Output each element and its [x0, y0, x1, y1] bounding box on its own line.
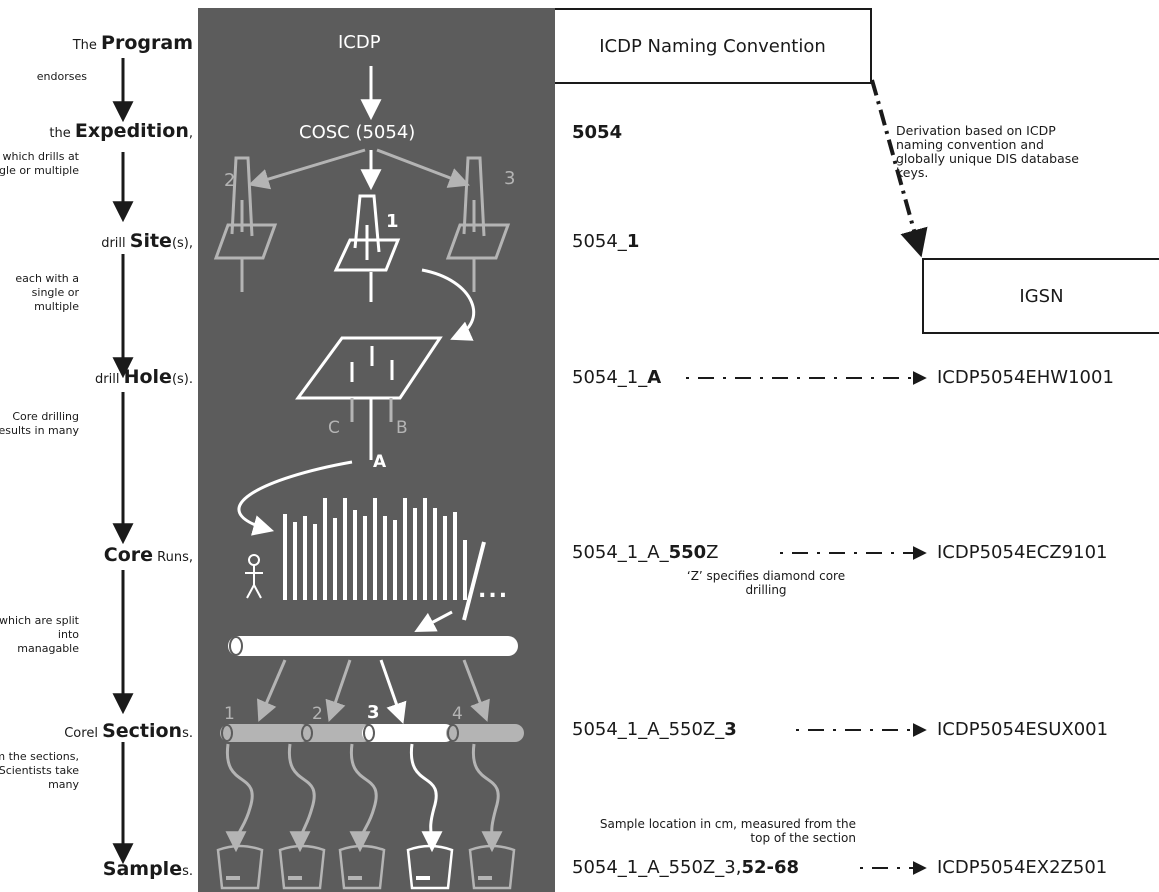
name-site: 5054_1 [572, 231, 640, 252]
igsn-hole: ICDP5054EHW1001 [937, 367, 1114, 388]
verb-endorses: endorses [36, 70, 87, 83]
derivation-note: Derivation based on ICDP naming conventi… [896, 123, 1079, 180]
label-core: Core Runs, [103, 544, 193, 566]
drill-hole-icon [295, 336, 443, 460]
core-tube [228, 636, 518, 656]
icdp-label: ICDP [338, 32, 381, 53]
name-section: 5054_1_A_550Z_3 [572, 719, 737, 740]
cosc-label: COSC (5054) [299, 122, 416, 143]
verb-drills: which drills at single or multiple [0, 150, 79, 177]
hole-c-label: C [328, 418, 340, 438]
name-expedition: 5054 [572, 122, 623, 143]
label-expedition: the Expedition, [49, 120, 193, 142]
derivation-arrow [870, 79, 928, 258]
diagram-panel [198, 8, 555, 892]
drill-site-3-icon [445, 156, 511, 292]
person-icon [245, 554, 263, 599]
label-hole: drill Hole(s). [95, 366, 193, 388]
section-num-4: 4 [452, 704, 463, 724]
igsn-core-run: ICDP5054ECZ9101 [937, 542, 1108, 563]
sampling-arrows [225, 743, 503, 853]
igsn-section: ICDP5054ESUX001 [937, 719, 1109, 740]
drill-site-2-icon [213, 156, 278, 292]
section-num-2: 2 [312, 704, 323, 724]
label-site: drill Site(s), [101, 230, 193, 252]
verb-core-drilling: Core drilling results in many [0, 410, 79, 437]
name-sample: 5054_1_A_550Z_3,52-68 [572, 857, 800, 878]
sample-note: Sample location in cm, measured from the… [599, 817, 856, 845]
label-sample: Samples. [102, 858, 193, 880]
label-program: The Program [72, 32, 193, 54]
verb-each-with: each with a single or multiple [15, 272, 79, 313]
name-core-run: 5054_1_A_550Z [572, 542, 719, 563]
hole-a-label: A [373, 452, 387, 472]
cosc-site3-arrow [376, 148, 470, 188]
section-num-3: 3 [367, 702, 380, 723]
sample-bags [216, 844, 516, 890]
drill-site-1-icon [333, 194, 401, 302]
naming-convention-header: ICDP Naming Convention [555, 8, 872, 84]
core-note: ‘Z’ specifies diamond core drilling [686, 569, 846, 597]
run-to-core-arrow [414, 610, 453, 632]
section-num-1: 1 [224, 704, 235, 724]
igsn-box: IGSN [922, 258, 1159, 334]
igsn-sample: ICDP5054EX2Z501 [937, 857, 1108, 878]
verb-take-samples: From the sections, the Scientists take m… [0, 750, 79, 791]
zoom-hole-arrow [421, 268, 475, 341]
more-runs-ellipsis: ... [478, 578, 510, 603]
core-sections [220, 724, 524, 742]
cosc-site2-arrow [247, 148, 366, 190]
core-runs-arrow [237, 460, 353, 536]
core-to-section-arrows [257, 659, 490, 724]
label-section: Corel Sections. [64, 720, 193, 742]
hole-b-label: B [396, 418, 408, 438]
core-run-bars [283, 498, 486, 621]
site-3-label: 3 [504, 168, 516, 189]
igsn-connectors [686, 371, 927, 875]
site-1-label: 1 [386, 211, 399, 232]
site-2-label: 2 [224, 170, 236, 191]
name-hole: 5054_1_A [572, 367, 662, 388]
verb-split: which are split into managable [0, 614, 79, 655]
